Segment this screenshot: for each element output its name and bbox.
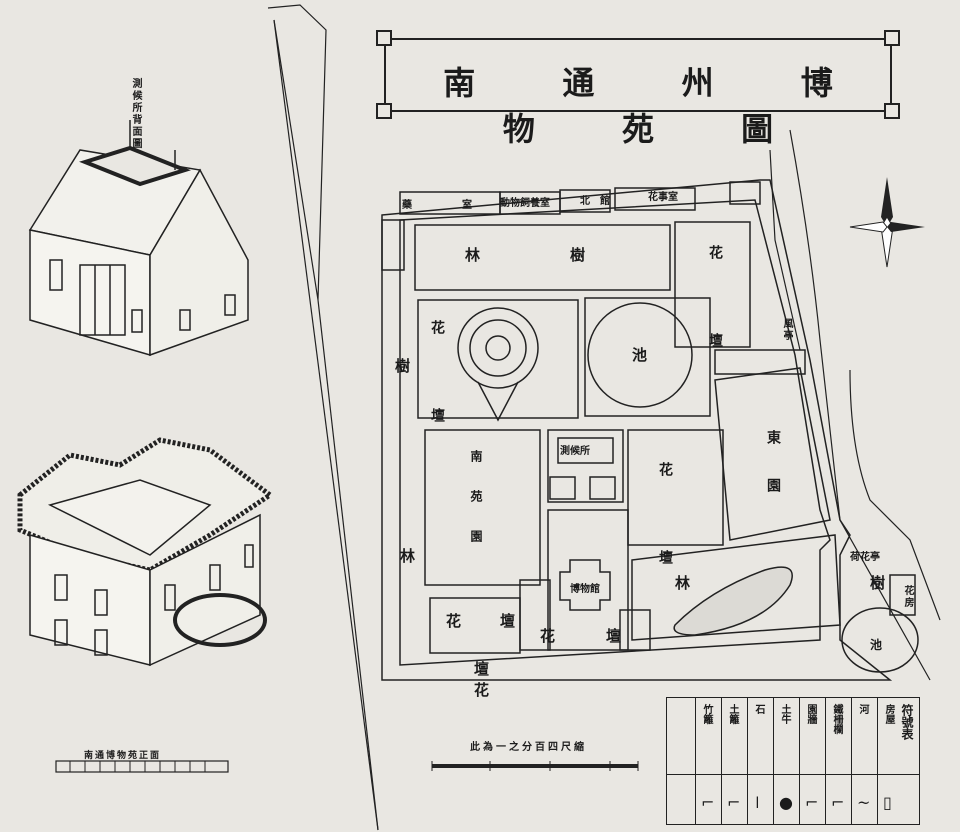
label-east-room: 風亭	[781, 318, 792, 342]
weather-station-drawing	[28, 120, 249, 357]
legend-table: 竹籬 土籬 石 土牛 園牆 鐵柵欄 河 房屋 符號表 ⌐ ⌐ ǀ ● ⌐ ⌐ ~…	[666, 697, 920, 825]
label-forest-bottom: 林 樹	[675, 574, 936, 592]
garden-wall-icon: ⌐	[805, 793, 819, 812]
legend-col-4: 土牛	[779, 704, 790, 724]
label-pond-round: 池	[632, 346, 648, 364]
bamboo-fence-icon: ⌐	[701, 793, 715, 812]
legend-col-7: 河	[857, 704, 868, 714]
label-pond-small: 池	[870, 638, 883, 652]
scale-bar	[431, 761, 639, 771]
legend-col-8: 房屋	[883, 704, 894, 724]
museum-front-caption: 南通博物苑正面	[84, 751, 162, 761]
label-flower-room: 花事室	[648, 192, 678, 203]
stone-icon: ǀ	[755, 793, 760, 812]
museum-building-drawing	[17, 437, 275, 667]
label-museum: 博物館	[570, 584, 600, 595]
label-lotus-room: 荷花亭	[850, 552, 880, 563]
river-icon: ~	[857, 793, 871, 812]
label-flower-bed-left: 花 壇	[429, 320, 445, 452]
legend-col-1: 竹籬	[701, 704, 712, 724]
legend-header: 符號表	[900, 704, 914, 740]
legend-col-6: 鐵柵欄	[831, 704, 842, 734]
label-flower-bed-lower: 花 壇	[540, 627, 640, 645]
garden-plan	[381, 129, 941, 681]
label-north-building: 藥 室	[402, 200, 492, 211]
scale-caption: 此為一之分百四尺縮	[470, 742, 587, 753]
label-north-hall: 北 館	[580, 196, 610, 207]
earth-fence-icon: ⌐	[727, 793, 741, 812]
label-weather-station: 測候所	[560, 446, 590, 457]
label-flower-tower: 花房	[902, 585, 913, 609]
house-icon: ▯	[883, 793, 892, 812]
legend-col-5: 園牆	[805, 704, 816, 724]
label-forest-left: 林	[400, 547, 416, 565]
title-corner	[376, 30, 392, 46]
left-scale-bar	[55, 760, 229, 773]
label-flower-center: 花 壇	[657, 462, 673, 594]
label-tree-left: 樹	[395, 357, 411, 375]
label-flower-bed-right: 花 壇	[707, 245, 723, 377]
map-title: 南 通 州 博 物 苑 圖	[443, 64, 871, 148]
page-fold	[267, 4, 379, 831]
label-lab-house: 動物飼養室	[500, 198, 550, 209]
weather-station-caption: 測候所背面圖	[130, 78, 141, 150]
title-corner	[884, 30, 900, 46]
label-flower-strip: 壇 花	[474, 660, 910, 699]
label-south-garden: 南 苑 園	[469, 450, 483, 550]
label-flower-bottom-left: 花 壇	[446, 612, 528, 630]
title-corner	[376, 103, 392, 119]
label-east-garden: 東 園	[765, 430, 781, 502]
legend-col-2: 土籬	[727, 704, 738, 724]
label-forest-top: 林 樹	[465, 246, 606, 264]
legend-col-3: 石	[753, 704, 764, 714]
iron-fence-icon: ⌐	[831, 793, 845, 812]
mound-icon: ●	[779, 793, 793, 812]
map-title-frame: 南 通 州 博 物 苑 圖	[384, 38, 892, 148]
title-corner	[884, 103, 900, 119]
compass-rose-icon	[849, 177, 925, 268]
